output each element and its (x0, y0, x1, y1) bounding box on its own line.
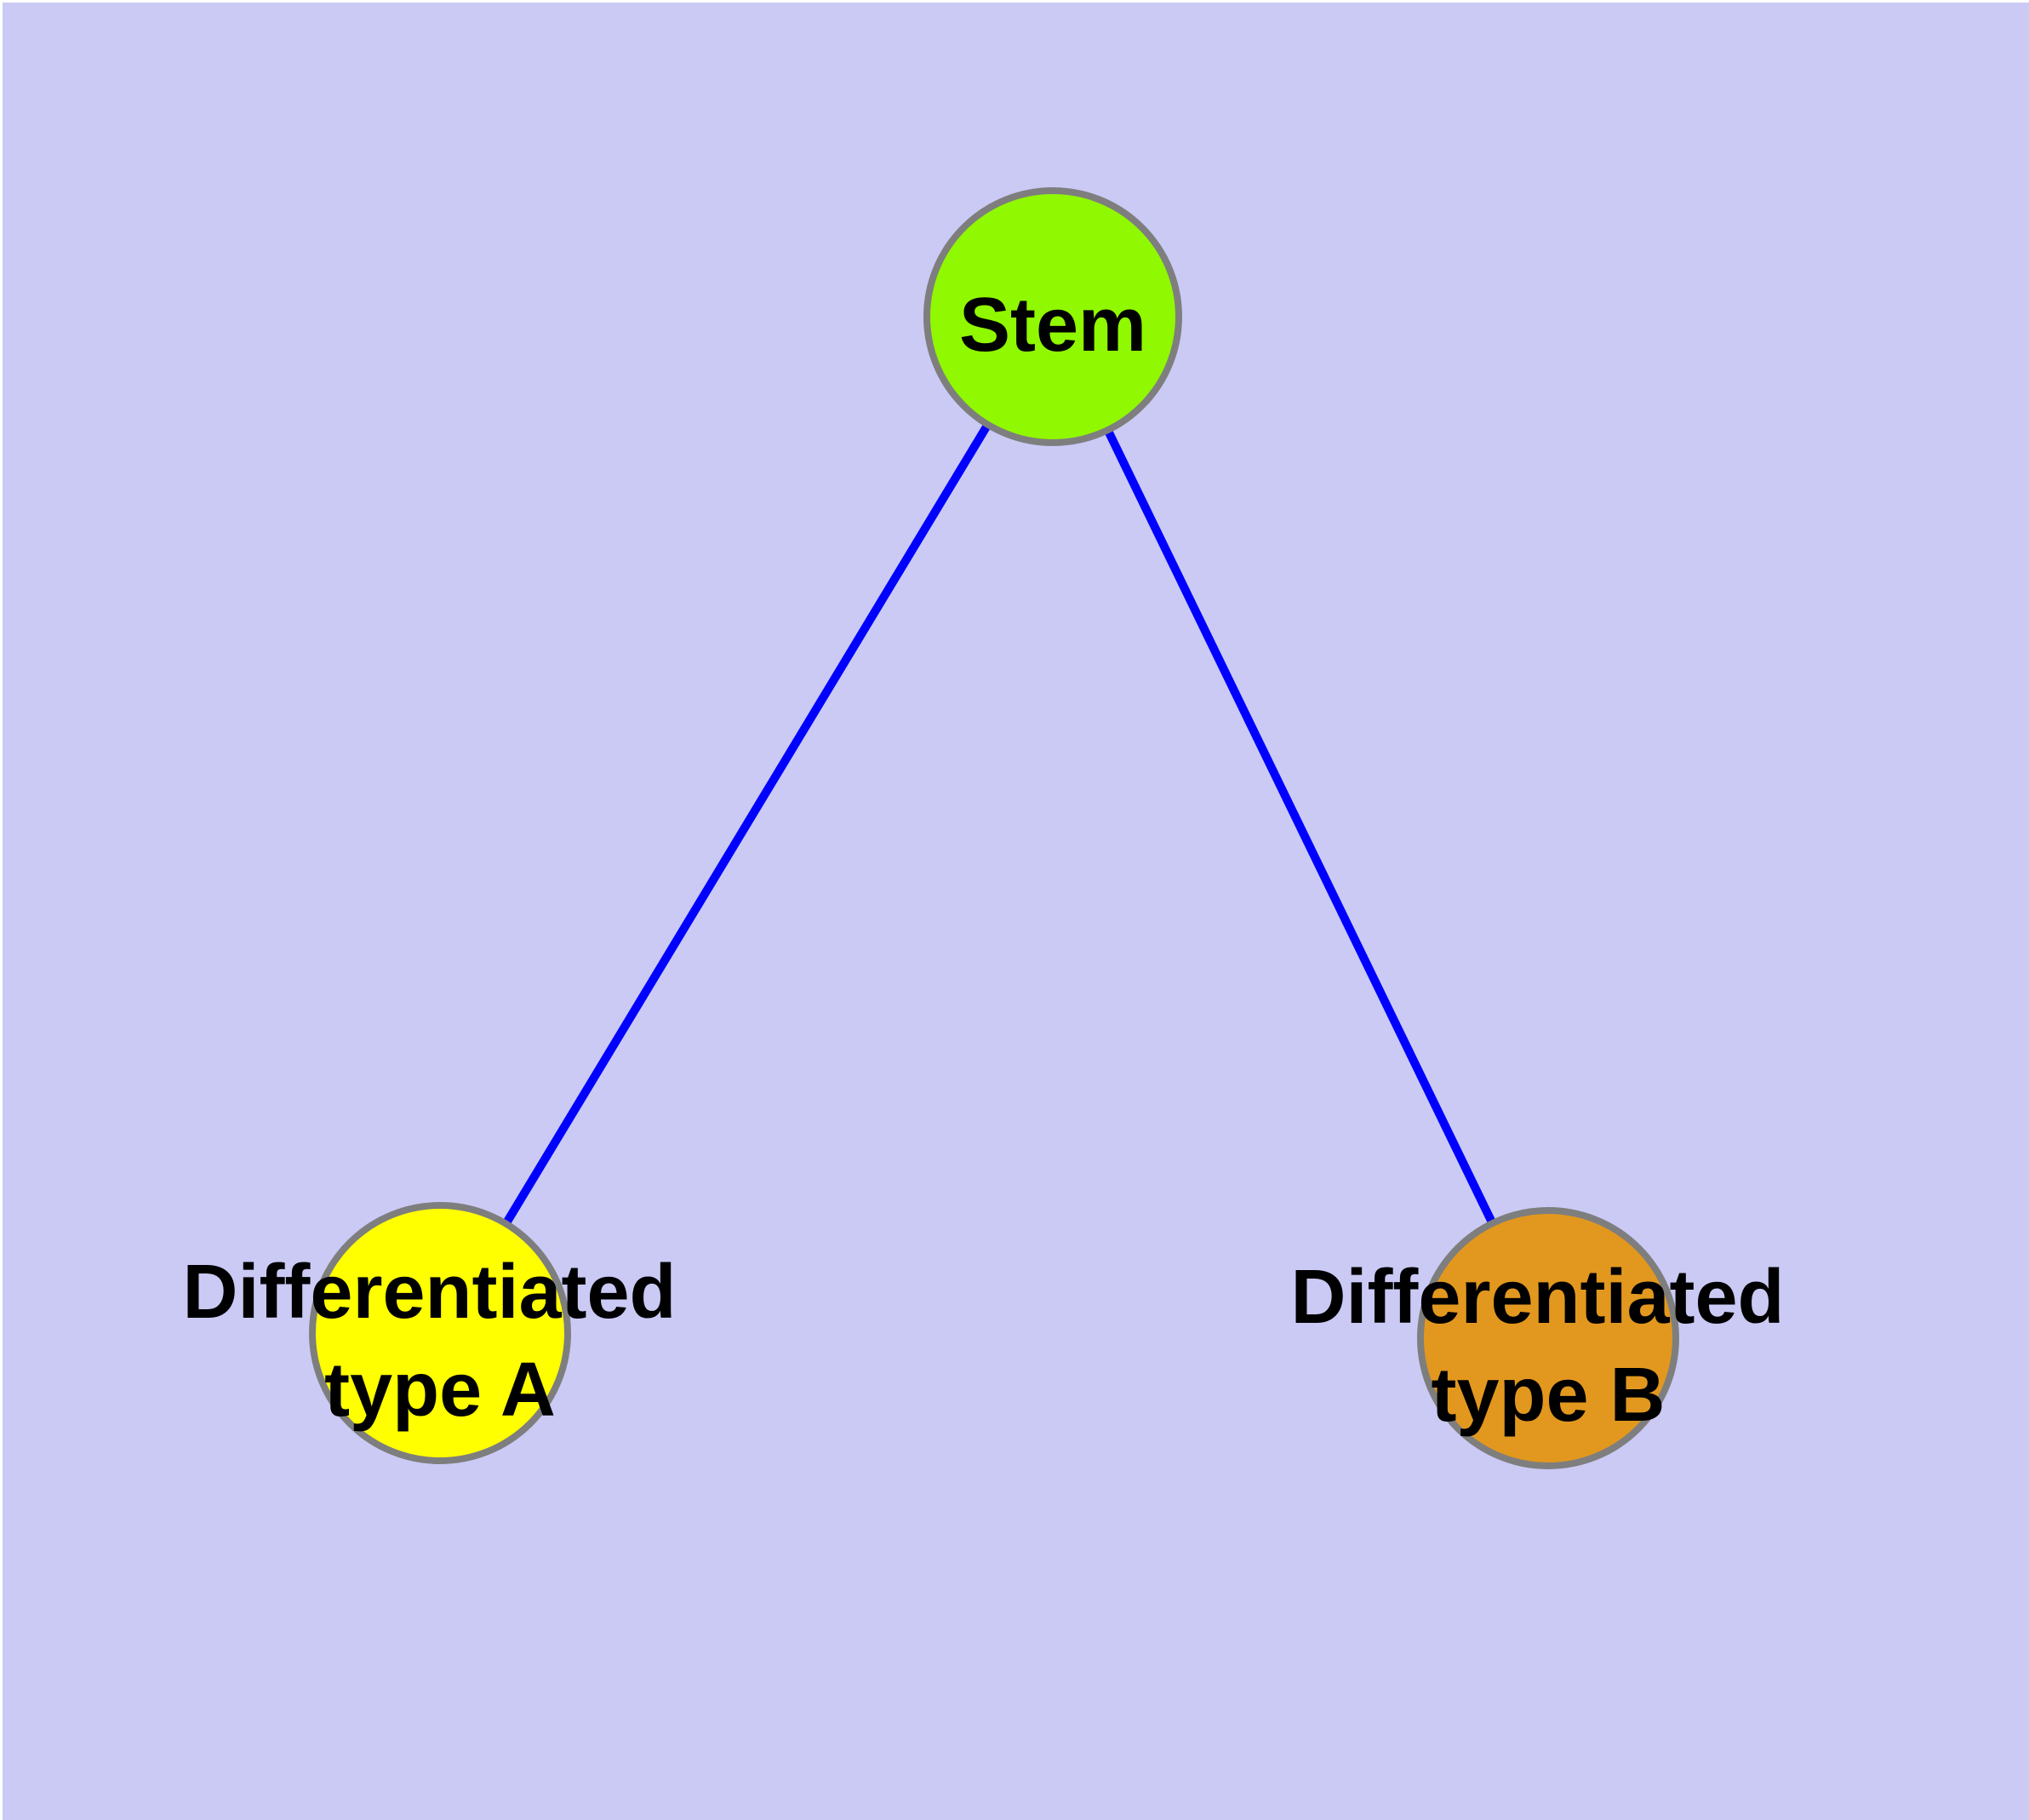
stem-node: Stem (923, 187, 1182, 446)
edge-stem-to-type-b (1049, 314, 1552, 1341)
edge-stem-to-type-a (436, 314, 1057, 1336)
differentiated-type-a-node: Differentiated type A (182, 1202, 697, 1464)
differentiated-type-a-label: Differentiated type A (182, 1250, 697, 1433)
differentiated-type-b-label: Differentiated type B (1290, 1255, 1805, 1438)
differentiated-type-a-label-line1: Differentiated (182, 1250, 676, 1335)
differentiated-type-b-circle (1417, 1207, 1679, 1469)
differentiated-type-b-label-line2: type B (1431, 1353, 1665, 1438)
differentiated-type-b-label-line1: Differentiated (1290, 1255, 1784, 1340)
differentiated-type-a-circle (309, 1202, 571, 1464)
stem-node-circle (923, 187, 1182, 446)
stem-node-label: Stem (959, 283, 1146, 368)
differentiated-type-b-node: Differentiated type B (1290, 1207, 1805, 1469)
differentiated-type-a-label-line2: type A (324, 1348, 556, 1433)
